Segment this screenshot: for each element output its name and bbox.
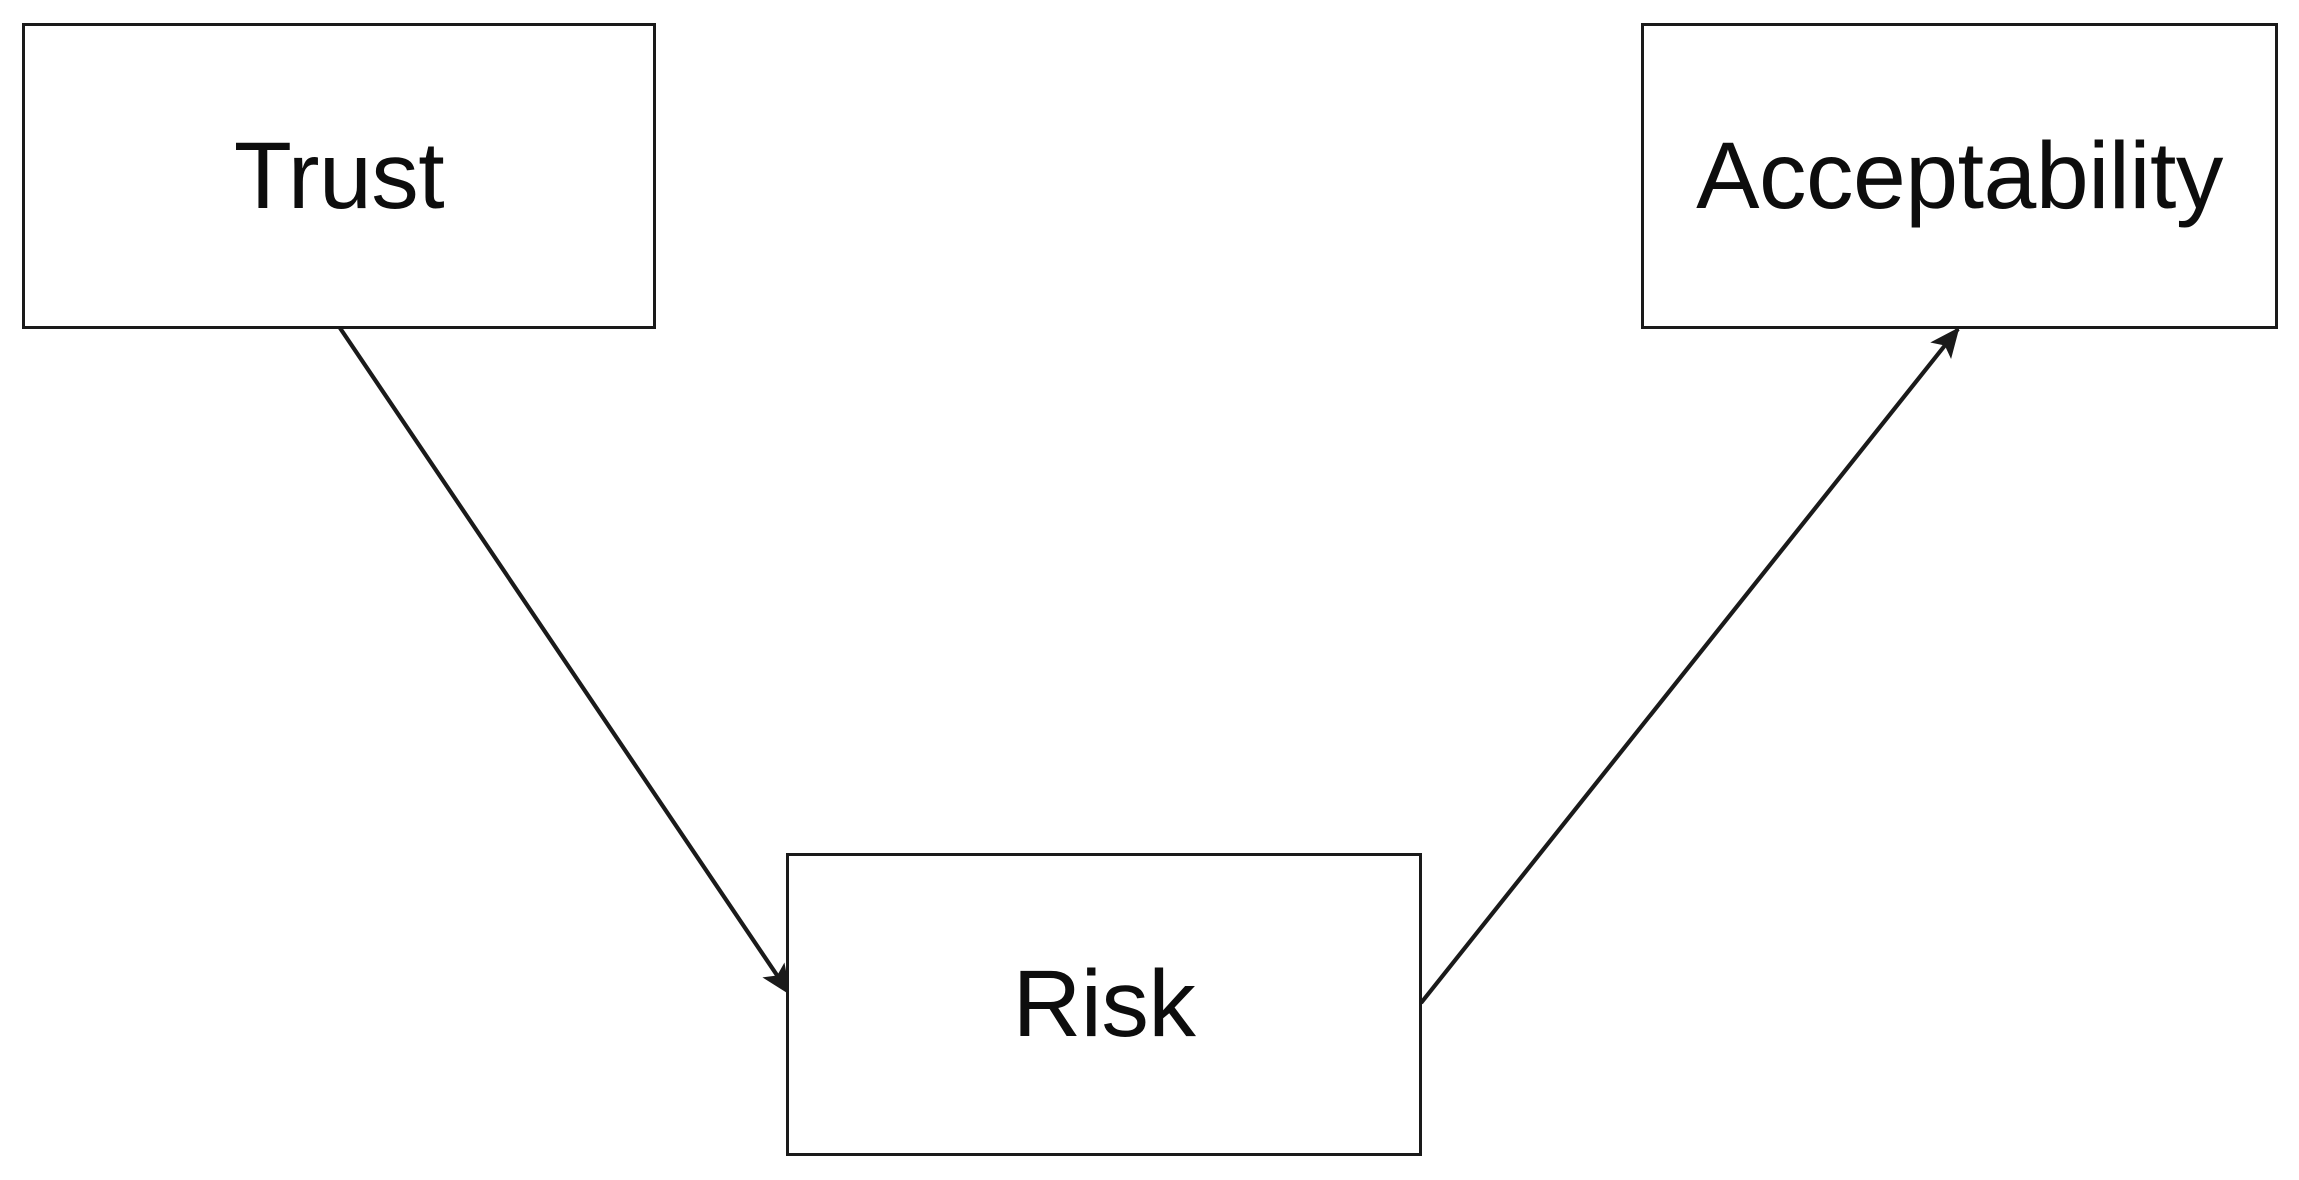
node-acceptability[interactable]: Acceptability — [1641, 23, 2278, 329]
node-risk[interactable]: Risk — [786, 853, 1422, 1156]
node-trust[interactable]: Trust — [22, 23, 656, 329]
node-trust-label: Trust — [233, 122, 445, 229]
node-risk-label: Risk — [1012, 951, 1196, 1057]
node-acceptability-label: Acceptability — [1696, 122, 2223, 229]
edge-trust-to-risk — [338, 326, 791, 996]
edge-risk-to-acceptability — [1419, 327, 1960, 1005]
